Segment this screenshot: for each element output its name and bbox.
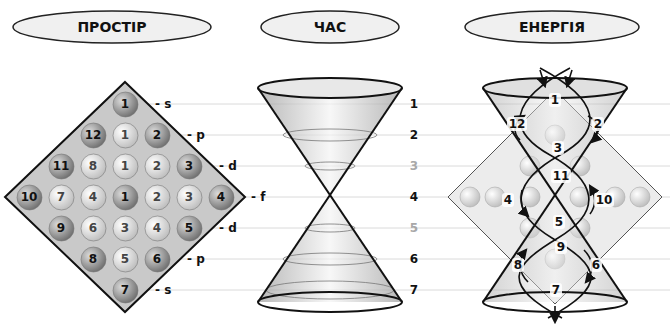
energy-number: 4	[502, 193, 514, 207]
time-hourglass	[258, 78, 402, 312]
title-oval: ЧАС	[260, 10, 400, 44]
numbered-ball: 5	[176, 215, 203, 242]
ball-number: 1	[121, 190, 129, 204]
energy-number: 8	[512, 258, 524, 272]
time-number: 2	[410, 128, 418, 142]
numbered-ball: 8	[80, 153, 107, 180]
orbital-label: - f	[251, 190, 265, 204]
time-number: 3	[410, 159, 418, 173]
ball-number: 4	[217, 190, 225, 204]
ball-number: 1	[121, 159, 129, 173]
orbital-label: - s	[155, 283, 171, 297]
numbered-ball: 3	[176, 153, 203, 180]
numbered-ball: 6	[80, 215, 107, 242]
section-title: ЕНЕРГІЯ	[519, 19, 585, 35]
ball-number: 6	[153, 252, 161, 266]
orbital-label: - s	[155, 97, 171, 111]
energy-number: 10	[594, 193, 615, 207]
numbered-ball: 9	[48, 215, 75, 242]
energy-spiral	[515, 68, 598, 322]
ball-number: 4	[89, 190, 97, 204]
ball-number: 10	[21, 190, 38, 204]
time-number: 5	[410, 221, 418, 235]
numbered-ball: 1	[112, 122, 139, 149]
energy-number: 2	[592, 117, 604, 131]
ball-number: 9	[57, 221, 65, 235]
numbered-ball: 3	[176, 184, 203, 211]
orbital-label: - p	[187, 128, 205, 142]
numbered-ball: 4	[208, 184, 235, 211]
ball-number: 5	[121, 252, 129, 266]
ball-number: 6	[89, 221, 97, 235]
time-number: 6	[410, 252, 418, 266]
ball-number: 2	[153, 159, 161, 173]
numbered-ball: 1	[112, 184, 139, 211]
energy-number: 5	[553, 215, 565, 229]
numbered-ball: 3	[112, 215, 139, 242]
ball-number: 3	[185, 190, 193, 204]
ball-number: 2	[153, 190, 161, 204]
numbered-ball: 8	[80, 246, 107, 273]
energy-number: 6	[590, 258, 602, 272]
numbered-ball: 4	[80, 184, 107, 211]
energy-number: 3	[552, 141, 564, 155]
section-title: ПРОСТІР	[77, 19, 146, 35]
time-number: 1	[410, 97, 418, 111]
ball-number: 3	[121, 221, 129, 235]
ball-number: 7	[57, 190, 65, 204]
orbital-label: - p	[187, 252, 205, 266]
energy-number: 7	[550, 283, 562, 297]
ball-number: 3	[185, 159, 193, 173]
numbered-ball: 2	[144, 184, 171, 211]
time-number: 7	[410, 283, 418, 297]
ball-number: 4	[153, 221, 161, 235]
numbered-ball: 7	[48, 184, 75, 211]
energy-number: 12	[507, 117, 528, 131]
numbered-ball: 7	[112, 277, 139, 304]
numbered-ball: 2	[144, 122, 171, 149]
energy-number: 1	[549, 93, 561, 107]
numbered-ball: 10	[16, 184, 43, 211]
numbered-ball: 1	[112, 91, 139, 118]
numbered-ball: 1	[112, 153, 139, 180]
orbital-label: - d	[219, 221, 237, 235]
space-diamond	[5, 82, 245, 312]
ball-number: 1	[121, 97, 129, 111]
ball-number: 11	[53, 159, 70, 173]
energy-hourglass	[483, 78, 627, 312]
ball-number: 8	[89, 252, 97, 266]
numbered-ball: 4	[144, 215, 171, 242]
ball-number: 1	[121, 128, 129, 142]
ball-number: 7	[121, 283, 129, 297]
numbered-ball: 2	[144, 153, 171, 180]
orbital-label: - d	[219, 159, 237, 173]
section-title: ЧАС	[314, 19, 346, 35]
ball-number: 8	[89, 159, 97, 173]
ball-number: 5	[185, 221, 193, 235]
numbered-ball: 12	[80, 122, 107, 149]
numbered-ball: 6	[144, 246, 171, 273]
energy-number: 11	[551, 169, 572, 183]
ball-number: 12	[85, 128, 102, 142]
time-number: 4	[410, 190, 418, 204]
energy-number: 9	[555, 240, 567, 254]
numbered-ball: 5	[112, 246, 139, 273]
title-oval: ПРОСТІР	[12, 10, 212, 44]
title-oval: ЕНЕРГІЯ	[464, 10, 640, 44]
ball-number: 2	[153, 128, 161, 142]
numbered-ball: 11	[48, 153, 75, 180]
